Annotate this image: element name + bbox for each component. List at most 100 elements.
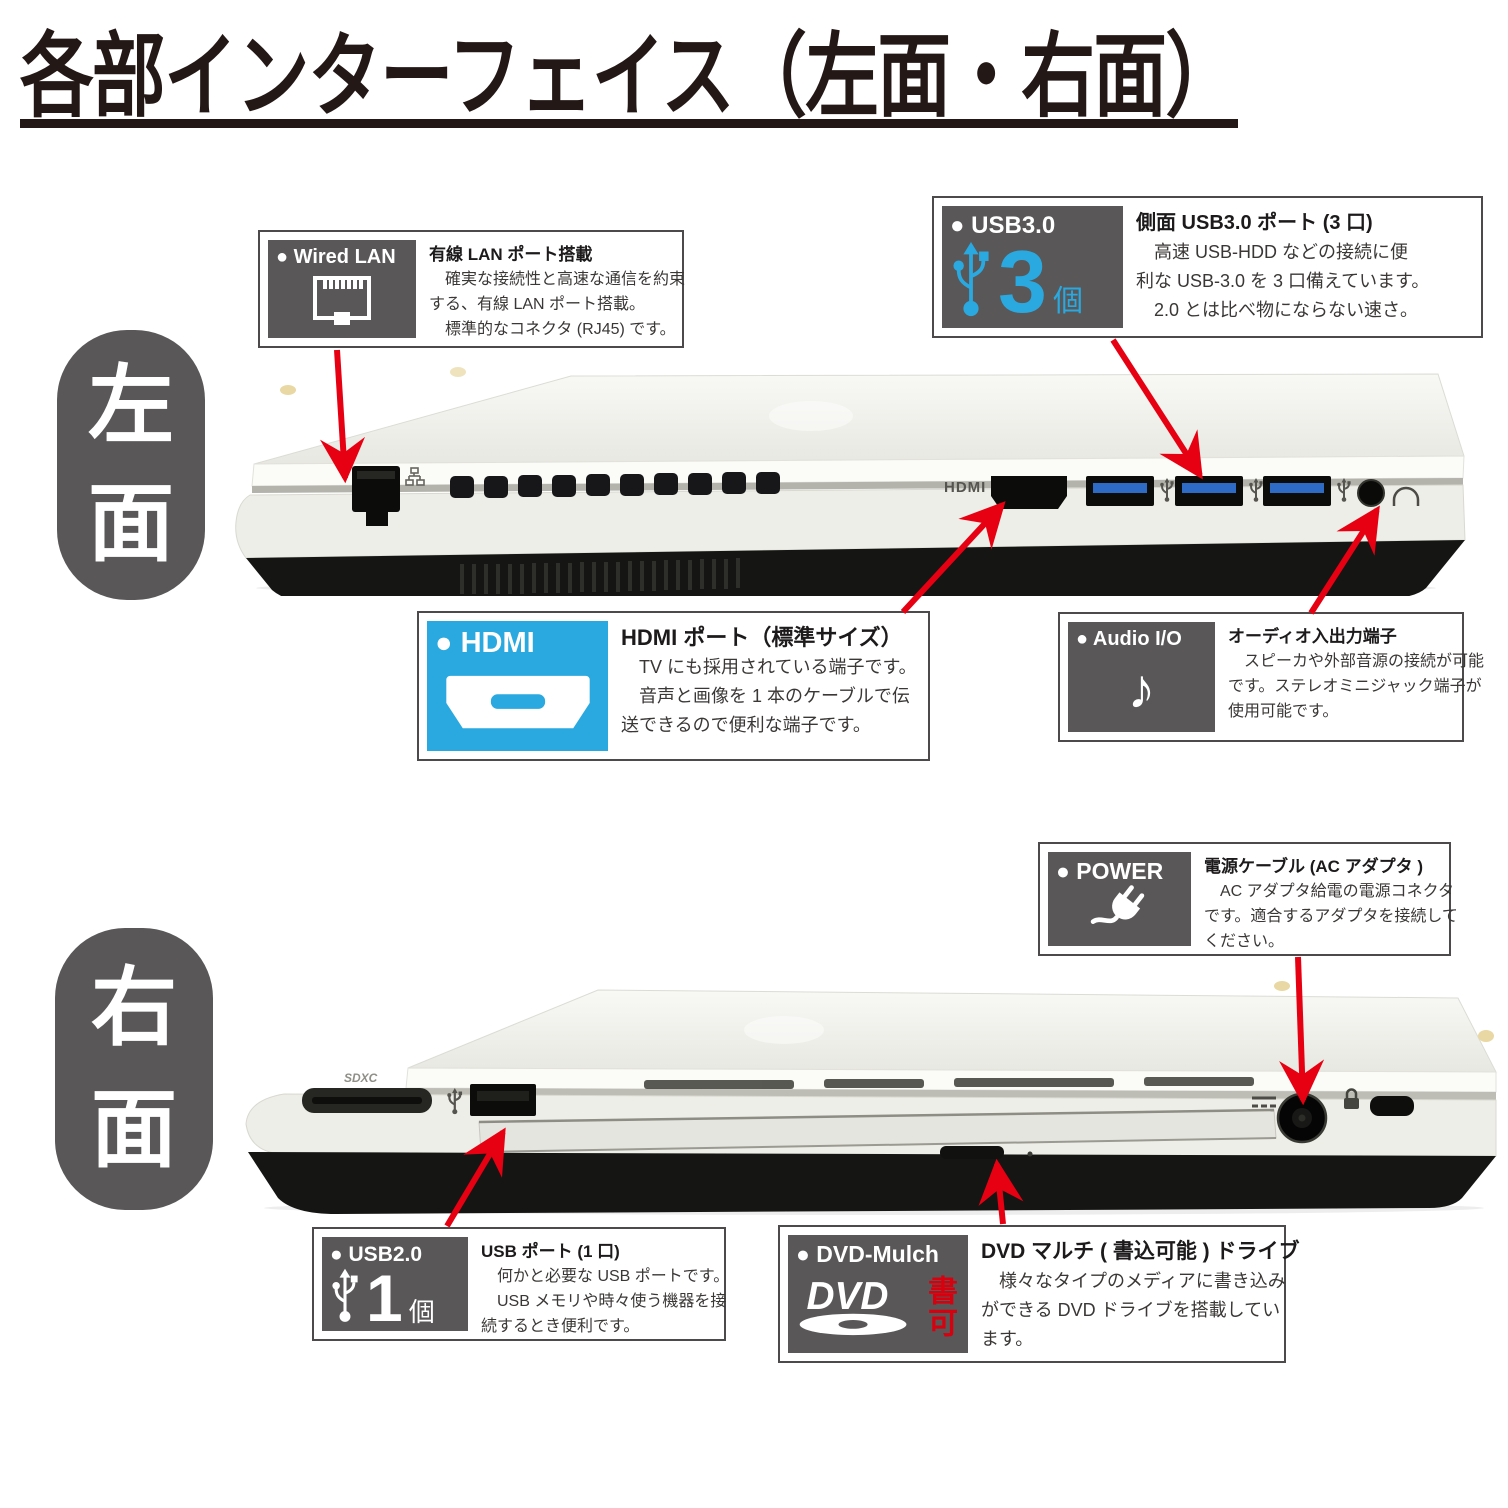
callout-line: する、有線 LAN ポート搭載。 bbox=[429, 296, 646, 313]
title-underline bbox=[20, 119, 1238, 128]
dvd-drive-tray bbox=[478, 1108, 1277, 1159]
callout-line: 様々なタイプのメディアに書き込み bbox=[981, 1271, 1286, 1291]
callout-title: 有線 LAN ポート搭載 bbox=[429, 245, 593, 264]
callout-line: です。適合するアダプタを接続して bbox=[1204, 908, 1458, 925]
audio-text: オーディオ入出力端子 スピーカや外部音源の接続が可能 です。ステレオミニジャック… bbox=[1228, 622, 1485, 732]
usb3-count: 3 bbox=[998, 231, 1047, 331]
callout-line: です。ステレオミニジャック端子が bbox=[1228, 678, 1482, 695]
callout-line: ます。 bbox=[981, 1329, 1034, 1349]
side-vent-slots bbox=[450, 472, 780, 498]
callout-line: スピーカや外部音源の接続が可能 bbox=[1228, 653, 1485, 670]
music-note-icon: ♪ bbox=[1127, 656, 1156, 720]
rubber-foot bbox=[280, 385, 296, 395]
badge-char: 面 bbox=[91, 1082, 177, 1179]
rubber-foot bbox=[1478, 1030, 1494, 1042]
badge-char: 右 bbox=[91, 959, 177, 1056]
dvd-tile: ● DVD-Mulch DVD 書可 bbox=[788, 1235, 968, 1353]
usb-trident-icon bbox=[447, 1088, 463, 1115]
callout-power: ● POWER 電源ケーブル (AC アダプタ ) AC アダプタ給電の電源コネ… bbox=[1038, 842, 1458, 956]
callout-title: DVD マルチ ( 書込可能 ) ドライブ bbox=[981, 1240, 1300, 1263]
rubber-foot bbox=[1274, 981, 1290, 991]
usb3-count-unit: 個 bbox=[1052, 285, 1083, 319]
audio-tile-label: ● Audio I/O bbox=[1076, 628, 1182, 650]
rj45-icon bbox=[276, 269, 408, 332]
usb3-tile: ● USB3.0 bbox=[942, 206, 1123, 328]
callout-line: 使用可能です。 bbox=[1228, 703, 1339, 720]
hdmi-text: HDMI ポート（標準サイズ） TV にも採用されている端子です。 音声と画像を… bbox=[621, 621, 917, 751]
laptop-right-side-photo: SDXC bbox=[245, 981, 1497, 1215]
usb2-text: USB ポート (1 口) 何かと必要な USB ポートです。 USB メモリや… bbox=[481, 1237, 730, 1335]
hdmi-port bbox=[991, 476, 1067, 509]
callout-line: ができる DVD ドライブを搭載してい bbox=[981, 1300, 1281, 1320]
callout-line: 利な USB-3.0 を 3 口備えています。 bbox=[1136, 271, 1430, 291]
usb3-text: 側面 USB3.0 ポート (3 口) 高速 USB-HDD などの接続に便 利… bbox=[1136, 206, 1429, 328]
callout-title: 側面 USB3.0 ポート (3 口) bbox=[1136, 212, 1373, 234]
bottom-vent-ribs bbox=[460, 558, 740, 594]
usb-trident-icon bbox=[330, 1267, 360, 1330]
callout-audio: ● Audio I/O ♪ オーディオ入出力端子 スピーカや外部音源の接続が可能… bbox=[1058, 612, 1485, 742]
audio-tile: ● Audio I/O ♪ bbox=[1068, 622, 1215, 732]
badge-char: 面 bbox=[88, 476, 174, 573]
callout-line: 続するとき便利です。 bbox=[481, 1318, 640, 1335]
left-side-badge: 左 面 bbox=[57, 330, 205, 600]
callout-usb2: ● USB2.0 bbox=[312, 1227, 730, 1341]
headphone-jack bbox=[1357, 479, 1385, 507]
laptop-left-side-photo: HDMI bbox=[235, 367, 1466, 596]
power-tile-label: ● POWER bbox=[1056, 858, 1164, 884]
callout-line: 送できるので便利な端子です。 bbox=[621, 715, 871, 735]
headphone-icon bbox=[1392, 486, 1420, 506]
usb3-ports bbox=[1086, 476, 1331, 506]
callout-line: 音声と画像を 1 本のケーブルで伝 bbox=[621, 686, 910, 706]
power-connector bbox=[1276, 1092, 1328, 1144]
dvd-disc-icon: DVD bbox=[796, 1272, 914, 1343]
hdmi-tile-label: ● HDMI bbox=[435, 627, 535, 659]
callout-line: TV にも採用されている端子です。 bbox=[621, 657, 917, 677]
right-side-badge: 右 面 bbox=[55, 928, 213, 1210]
dvd-eject-button bbox=[940, 1146, 1004, 1159]
power-plug-icon bbox=[1056, 884, 1183, 942]
callout-line: 2.0 とは比べ物にならない速さ。 bbox=[1136, 300, 1419, 320]
callout-hdmi: ● HDMI HDMI ポート（標準サイズ） TV にも採用されている端子です。… bbox=[417, 611, 930, 761]
callout-wired-lan: ● Wired LAN 有線 LAN ポート搭載 確実な接続性と高速な通信を約束… bbox=[258, 230, 686, 348]
usb2-tile-label: ● USB2.0 bbox=[330, 1243, 423, 1266]
callout-line: ください。 bbox=[1204, 933, 1285, 950]
dvd-tile-label: ● DVD-Mulch bbox=[796, 1241, 939, 1267]
callout-line: 高速 USB-HDD などの接続に便 bbox=[1136, 242, 1409, 262]
callout-line: 何かと必要な USB ポートです。 bbox=[481, 1268, 730, 1285]
hdmi-connector-icon bbox=[435, 660, 600, 745]
kensington-slot bbox=[1370, 1096, 1414, 1116]
sd-card-label: SDXC bbox=[344, 1071, 378, 1085]
rubber-foot bbox=[450, 367, 466, 377]
callout-title: オーディオ入出力端子 bbox=[1228, 627, 1397, 646]
callout-line: 標準的なコネクタ (RJ45) です。 bbox=[429, 321, 676, 338]
hinge-gap-slots bbox=[644, 1077, 1254, 1089]
callout-line: AC アダプタ給電の電源コネクタ bbox=[1204, 883, 1455, 900]
lock-icon bbox=[1344, 1088, 1359, 1109]
callout-line: 確実な接続性と高速な通信を約束 bbox=[429, 271, 686, 288]
callout-title: USB ポート (1 口) bbox=[481, 1242, 620, 1261]
callout-title: HDMI ポート（標準サイズ） bbox=[621, 625, 903, 650]
lan-icon bbox=[405, 467, 425, 486]
dvd-writable-stamp: 書可 bbox=[923, 1275, 956, 1340]
dc-in-icon bbox=[1252, 1096, 1276, 1108]
dvd-text: DVD マルチ ( 書込可能 ) ドライブ 様々なタイプのメディアに書き込み が… bbox=[981, 1235, 1300, 1353]
callout-usb3: ● USB3.0 bbox=[932, 196, 1483, 338]
wired-lan-text: 有線 LAN ポート搭載 確実な接続性と高速な通信を約束 する、有線 LAN ポ… bbox=[429, 240, 686, 338]
page-title: 各部インターフェイス（左面・右面） bbox=[20, 26, 1239, 128]
dvd-logo-text: DVD bbox=[806, 1275, 888, 1318]
usb-trident-icon bbox=[950, 242, 992, 323]
usb3-tile-label: ● USB3.0 bbox=[950, 212, 1056, 239]
usb2-count-unit: 個 bbox=[408, 1296, 435, 1327]
wired-lan-tile-label: ● Wired LAN bbox=[276, 246, 396, 268]
hdmi-port-label: HDMI bbox=[944, 479, 986, 496]
wired-lan-tile: ● Wired LAN bbox=[268, 240, 416, 338]
callout-title: 電源ケーブル (AC アダプタ ) bbox=[1204, 857, 1424, 876]
badge-char: 左 bbox=[88, 357, 174, 454]
callout-dvd: ● DVD-Mulch DVD 書可 DVD マルチ ( 書込可能 ) ドライブ… bbox=[778, 1225, 1300, 1363]
power-text: 電源ケーブル (AC アダプタ ) AC アダプタ給電の電源コネクタ です。適合… bbox=[1204, 852, 1458, 950]
usb2-count: 1 bbox=[366, 1261, 403, 1336]
callout-line: USB メモリや時々使う機器を接 bbox=[481, 1293, 727, 1310]
usb2-tile: ● USB2.0 bbox=[322, 1237, 468, 1331]
power-tile: ● POWER bbox=[1048, 852, 1191, 946]
